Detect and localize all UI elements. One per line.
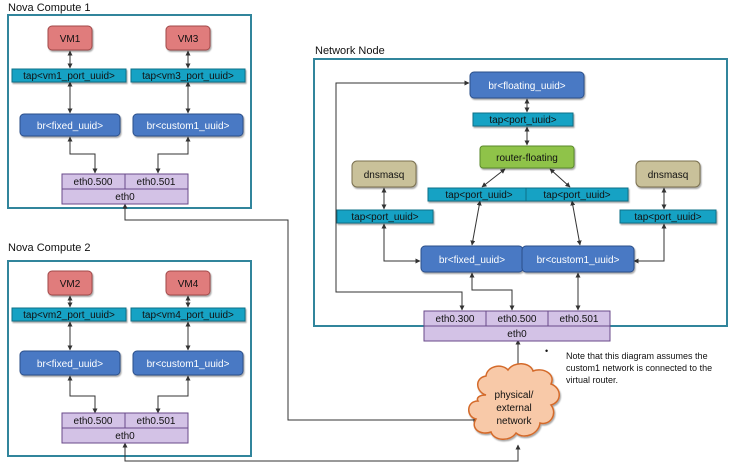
compute2-vm-a[interactable] bbox=[47, 270, 93, 296]
br-floating[interactable] bbox=[469, 71, 585, 99]
cloud-label-3: network bbox=[496, 416, 532, 427]
note-line-3: virtual router. bbox=[566, 375, 618, 385]
dnsmasq-right-label: dnsmasq bbox=[648, 170, 689, 181]
compute1-eth-a-label: eth0.500 bbox=[74, 177, 113, 188]
tap-dnsmasq-right-label: tap<port_uuid> bbox=[634, 212, 701, 223]
compute2-eth-b-label: eth0.501 bbox=[137, 416, 176, 427]
dnsmasq-left-label: dnsmasq bbox=[364, 170, 405, 181]
tap-router-left-label: tap<port_uuid> bbox=[445, 190, 512, 201]
note-bullet: • bbox=[545, 346, 548, 356]
note-line-2: custom1 network is connected to the bbox=[566, 363, 712, 373]
compute2-vm-a-label: VM2 bbox=[60, 279, 81, 290]
compute2-tap-b[interactable] bbox=[130, 307, 246, 322]
note-line-1: Note that this diagram assumes the bbox=[566, 351, 708, 361]
cloud-label-2: external bbox=[496, 403, 532, 414]
compute1-bridge-fixed-label: br<fixed_uuid> bbox=[37, 121, 103, 132]
compute2-vm-b[interactable] bbox=[165, 270, 211, 296]
compute1-eth0[interactable] bbox=[61, 188, 189, 205]
compute2-vm-b-label: VM4 bbox=[178, 279, 199, 290]
nn-eth-a-label: eth0.300 bbox=[436, 314, 475, 325]
network-node-title: Network Node bbox=[315, 45, 385, 57]
tap-router-right-label: tap<port_uuid> bbox=[543, 190, 610, 201]
tap-router-right[interactable] bbox=[525, 187, 629, 202]
nn-eth0[interactable] bbox=[423, 325, 611, 342]
nn-eth0-label: eth0 bbox=[507, 329, 527, 340]
nn-eth-c-label: eth0.501 bbox=[560, 314, 599, 325]
compute2-eth-a-label: eth0.500 bbox=[74, 416, 113, 427]
nn-bridge-fixed-label: br<fixed_uuid> bbox=[439, 255, 505, 266]
router-floating-label: router-floating bbox=[496, 153, 558, 164]
compute1-vm-b[interactable] bbox=[165, 25, 211, 51]
compute2-bridge-custom1[interactable] bbox=[132, 350, 244, 376]
compute1-bridge-fixed[interactable] bbox=[19, 113, 121, 137]
compute1-title: Nova Compute 1 bbox=[8, 2, 91, 14]
compute1-eth0-label: eth0 bbox=[115, 192, 135, 203]
dnsmasq-left[interactable] bbox=[351, 160, 417, 188]
tap-dnsmasq-left-label: tap<port_uuid> bbox=[351, 212, 418, 223]
compute1-vm-a-label: VM1 bbox=[60, 34, 81, 45]
tap-floating[interactable] bbox=[472, 112, 574, 127]
compute1-bridge-custom1[interactable] bbox=[132, 113, 244, 137]
compute1-bridge-custom1-label: br<custom1_uuid> bbox=[147, 121, 230, 132]
compute1-eth-b-label: eth0.501 bbox=[137, 177, 176, 188]
br-floating-label: br<floating_uuid> bbox=[488, 81, 565, 92]
compute2-tap-b-label: tap<vm4_port_uuid> bbox=[142, 310, 234, 321]
nn-bridge-custom1[interactable] bbox=[521, 245, 635, 273]
tap-dnsmasq-left[interactable] bbox=[336, 209, 434, 224]
compute2-bridge-custom1-label: br<custom1_uuid> bbox=[147, 359, 230, 370]
compute1-vm-b-label: VM3 bbox=[178, 34, 199, 45]
compute1-tap-b[interactable] bbox=[130, 68, 246, 83]
tap-floating-label: tap<port_uuid> bbox=[489, 115, 556, 126]
connectors bbox=[67, 50, 667, 462]
cloud-label-1: physical/ bbox=[495, 390, 534, 401]
cloud-icon[interactable] bbox=[468, 363, 560, 440]
compute1-tap-a-label: tap<vm1_port_uuid> bbox=[23, 71, 115, 82]
compute1-tap-a[interactable] bbox=[11, 68, 127, 83]
compute1-tap-b-label: tap<vm3_port_uuid> bbox=[142, 71, 234, 82]
compute2-eth0-label: eth0 bbox=[115, 431, 135, 442]
compute2-tap-a-label: tap<vm2_port_uuid> bbox=[23, 310, 115, 321]
nn-eth-b-label: eth0.500 bbox=[498, 314, 537, 325]
tap-dnsmasq-right[interactable] bbox=[619, 209, 717, 224]
dnsmasq-right[interactable] bbox=[635, 160, 701, 188]
compute2-title: Nova Compute 2 bbox=[8, 242, 91, 254]
compute2-bridge-fixed[interactable] bbox=[19, 350, 121, 376]
router-floating[interactable] bbox=[479, 145, 575, 169]
nn-bridge-custom1-label: br<custom1_uuid> bbox=[537, 255, 620, 266]
compute1-vm-a[interactable] bbox=[47, 25, 93, 51]
compute2-bridge-fixed-label: br<fixed_uuid> bbox=[37, 359, 103, 370]
compute2-eth0[interactable] bbox=[61, 427, 189, 444]
compute2-tap-a[interactable] bbox=[11, 307, 127, 322]
